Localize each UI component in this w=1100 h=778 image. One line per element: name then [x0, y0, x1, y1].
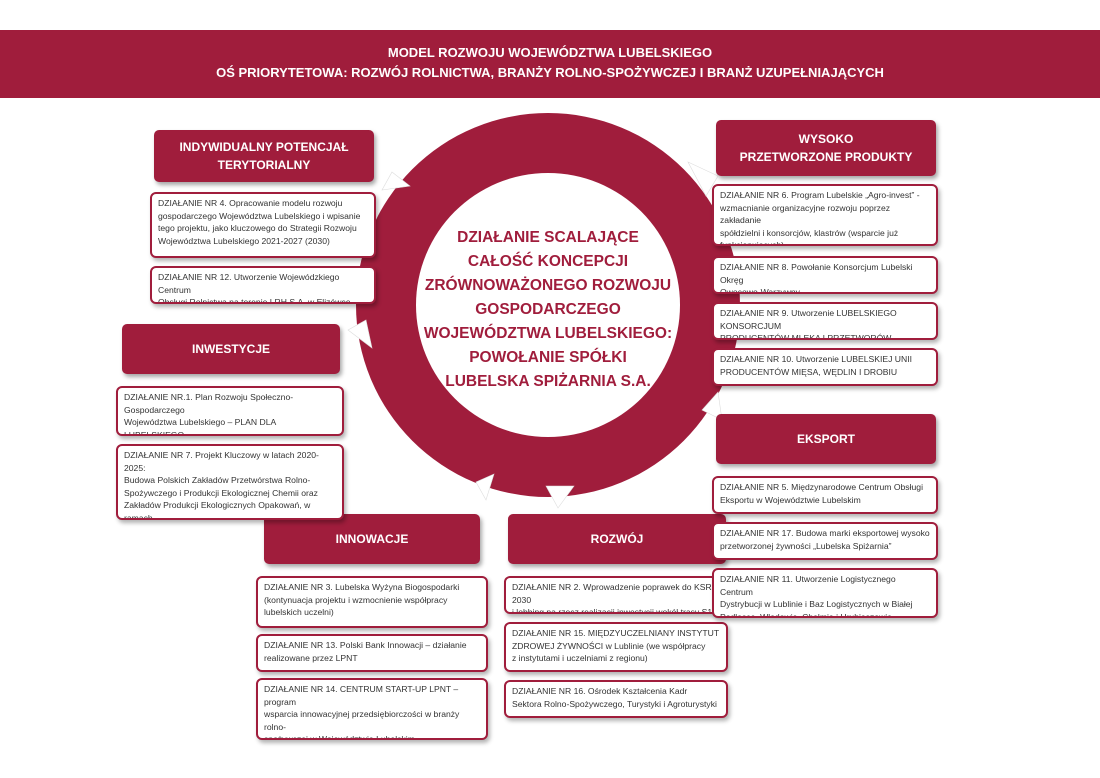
action-text: DZIAŁANIE NR 3. Lubelska Wyżyna Biogospo…	[264, 582, 460, 618]
action-box-3: DZIAŁANIE NR 3. Lubelska Wyżyna Biogospo…	[256, 576, 488, 628]
action-box-14: DZIAŁANIE NR 14. CENTRUM START-UP LPNT –…	[256, 678, 488, 740]
category-wysoko-przetworzone: WYSOKO PRZETWORZONE PRODUKTY	[716, 120, 936, 176]
action-box-6: DZIAŁANIE NR 6. Program Lubelskie „Agro-…	[712, 184, 938, 246]
header-subtitle: OŚ PRIORYTETOWA: ROZWÓJ ROLNICTWA, BRANŻ…	[216, 65, 884, 80]
action-box-17: DZIAŁANIE NR 17. Budowa marki eksportowe…	[712, 522, 938, 560]
category-rozwoj: ROZWÓJ	[508, 514, 726, 564]
cycle-arrow-icon	[381, 171, 411, 191]
action-box-8: DZIAŁANIE NR 8. Powołanie Konsorcjum Lub…	[712, 256, 938, 294]
action-text: DZIAŁANIE NR 16. Ośrodek Kształcenia Kad…	[512, 686, 717, 709]
center-line: DZIAŁANIE SCALAJĄCE	[457, 229, 639, 246]
action-box-11: DZIAŁANIE NR 11. Utworzenie Logistyczneg…	[712, 568, 938, 618]
action-box-7: DZIAŁANIE NR 7. Projekt Kluczowy w latac…	[116, 444, 344, 520]
action-box-12: DZIAŁANIE NR 12. Utworzenie Wojewódzkieg…	[150, 266, 376, 304]
header-banner: MODEL ROZWOJU WOJEWÓDZTWA LUBELSKIEGO OŚ…	[0, 30, 1100, 98]
action-text: DZIAŁANIE NR 2. Wprowadzenie poprawek do…	[512, 582, 718, 614]
action-text: DZIAŁANIE NR 14. CENTRUM START-UP LPNT –…	[264, 684, 460, 740]
action-box-15: DZIAŁANIE NR 15. MIĘDZYUCZELNIANY INSTYT…	[504, 622, 728, 672]
action-text: DZIAŁANIE NR 17. Budowa marki eksportowe…	[720, 528, 930, 551]
action-text: DZIAŁANIE NR 15. MIĘDZYUCZELNIANY INSTYT…	[512, 628, 720, 664]
header-title: MODEL ROZWOJU WOJEWÓDZTWA LUBELSKIEGO	[387, 45, 713, 60]
category-innowacje: INNOWACJE	[264, 514, 480, 564]
cycle-arrow-icon	[545, 485, 575, 509]
action-text: DZIAŁANIE NR 13. Polski Bank Innowacji –…	[264, 640, 467, 663]
action-text: DZIAŁANIE NR 7. Projekt Kluczowy w latac…	[124, 450, 319, 520]
ring-inner	[416, 173, 680, 437]
category-inwestycje: INWESTYCJE	[122, 324, 340, 374]
action-box-13: DZIAŁANIE NR 13. Polski Bank Innowacji –…	[256, 634, 488, 672]
action-box-1: DZIAŁANIE NR.1. Plan Rozwoju Społeczno-G…	[116, 386, 344, 436]
center-line: CAŁOŚĆ KONCEPCJI	[467, 253, 629, 270]
action-box-4: DZIAŁANIE NR 4. Opracowanie modelu rozwo…	[150, 192, 376, 258]
action-text: DZIAŁANIE NR 11. Utworzenie Logistyczneg…	[720, 574, 913, 618]
action-box-16: DZIAŁANIE NR 16. Ośrodek Kształcenia Kad…	[504, 680, 728, 718]
center-line: WOJEWÓDZTWA LUBELSKIEGO:	[423, 325, 673, 342]
action-text: DZIAŁANIE NR 8. Powołanie Konsorcjum Lub…	[720, 262, 913, 294]
cycle-arrow-icon	[475, 473, 495, 501]
action-box-2: DZIAŁANIE NR 2. Wprowadzenie poprawek do…	[504, 576, 728, 614]
center-line: GOSPODARCZEGO	[475, 301, 621, 318]
action-text: DZIAŁANIE NR.1. Plan Rozwoju Społeczno-G…	[124, 392, 294, 436]
category-indywidualny-potencjal: INDYWIDUALNY POTENCJAŁ TERYTORIALNY	[154, 130, 374, 182]
action-box-9: DZIAŁANIE NR 9. Utworzenie LUBELSKIEGO K…	[712, 302, 938, 340]
action-text: DZIAŁANIE NR 10. Utworzenie LUBELSKIEJ U…	[720, 354, 912, 377]
action-text: DZIAŁANIE NR 5. Międzynarodowe Centrum O…	[720, 482, 923, 505]
action-box-5: DZIAŁANIE NR 5. Międzynarodowe Centrum O…	[712, 476, 938, 514]
action-text: DZIAŁANIE NR 9. Utworzenie LUBELSKIEGO K…	[720, 308, 897, 340]
action-box-10: DZIAŁANIE NR 10. Utworzenie LUBELSKIEJ U…	[712, 348, 938, 386]
center-line: LUBELSKA SPIŻARNIA S.A.	[445, 373, 651, 390]
category-eksport: EKSPORT	[716, 414, 936, 464]
center-line: POWOŁANIE SPÓŁKI	[469, 349, 627, 366]
center-line: ZRÓWNOWAŻONEGO ROZWOJU	[424, 277, 672, 294]
action-text: DZIAŁANIE NR 6. Program Lubelskie „Agro-…	[720, 190, 920, 246]
cycle-arrow-icon	[347, 319, 373, 349]
action-text: DZIAŁANIE NR 4. Opracowanie modelu rozwo…	[158, 198, 361, 246]
cycle-arrow-icon	[701, 391, 723, 421]
action-text: DZIAŁANIE NR 12. Utworzenie Wojewódzkieg…	[158, 272, 351, 304]
center-statement: DZIAŁANIE SCALAJĄCE CAŁOŚĆ KONCEPCJI ZRÓ…	[420, 226, 676, 394]
